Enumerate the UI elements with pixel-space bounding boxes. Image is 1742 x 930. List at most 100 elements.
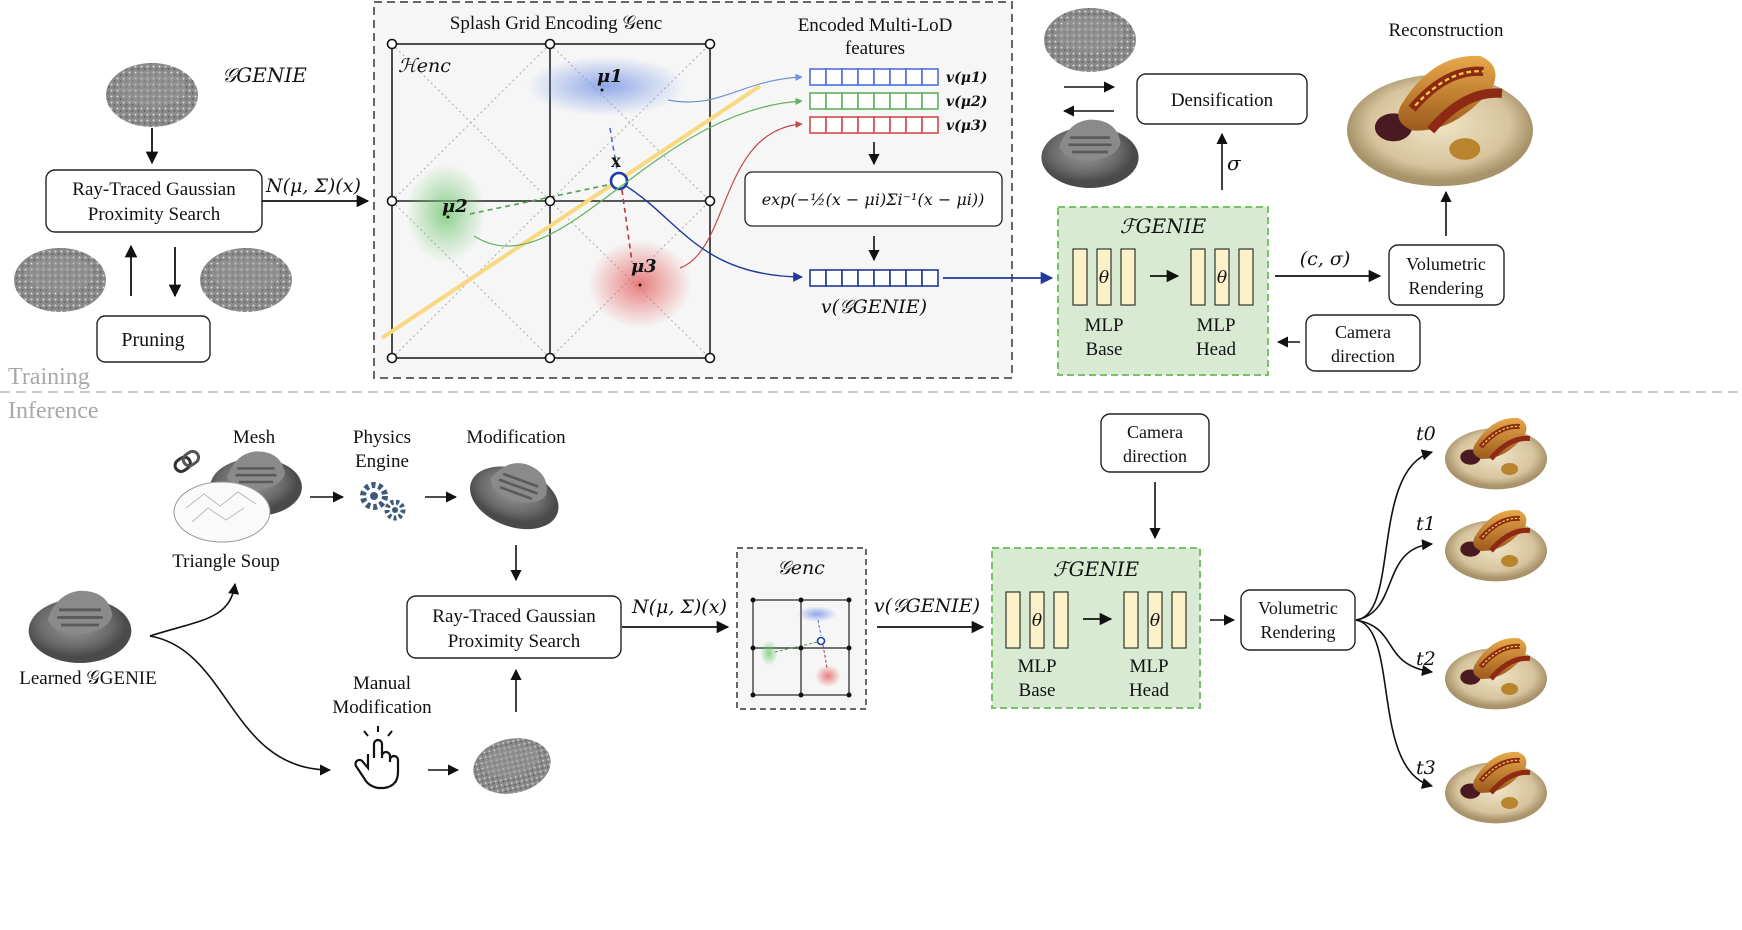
reconstruction-image: [1347, 56, 1533, 186]
pruning-label: Pruning: [121, 329, 184, 351]
gear-icon: [360, 482, 406, 521]
pruning-box: Pruning: [96, 315, 211, 363]
densify-bottom-object: [1040, 118, 1140, 190]
inference-volumetric-box: Volumetric Rendering: [1240, 589, 1356, 651]
mu3-label: μ3: [631, 256, 657, 277]
inference-volumetric-line1: Volumetric: [1258, 598, 1338, 618]
time-label-2: t2: [1416, 648, 1436, 670]
feature-vector-mu1: [809, 68, 939, 86]
mesh-chain-icon: [173, 449, 201, 473]
v-mu1-label: v(μ1): [946, 70, 987, 86]
densification-box: Densification: [1136, 73, 1308, 125]
modification-label: Modification: [466, 427, 566, 448]
manual-line1: Manual: [353, 673, 411, 694]
right-point-cloud: [200, 248, 292, 312]
learned-genie-label: Learned 𝒢GENIE: [19, 668, 157, 689]
triangle-soup-label: Triangle Soup: [172, 551, 280, 572]
inference-theta-base: θ: [1032, 611, 1042, 631]
inference-mlp-base-2: Base: [1019, 680, 1056, 701]
v-mu3-label: v(μ3): [946, 118, 987, 134]
training-volumetric-line1: Volumetric: [1406, 254, 1486, 274]
splash-grid-panel: Splash Grid Encoding 𝒢enc ℋenc μ1 μ2 μ3 …: [373, 1, 1013, 379]
inference-mlp-base-1: MLP: [1017, 656, 1056, 677]
inference-camera-line2: direction: [1123, 446, 1187, 466]
features-title-1: Encoded Multi-LoD: [798, 15, 953, 36]
training-normal-label: N(μ, Σ)(x): [265, 175, 361, 197]
inference-search-line2: Proximity Search: [448, 631, 581, 652]
gaussian-blue-blob: [526, 56, 686, 116]
inference-search-line1: Ray-Traced Gaussian: [432, 606, 596, 627]
mu2-label: μ2: [442, 196, 468, 217]
mlp-head-label-1: MLP: [1196, 315, 1235, 336]
inference-v-label: v(𝒢GENIE): [874, 595, 980, 617]
training-volumetric-line2: Rendering: [1409, 278, 1484, 298]
ray-traced-search-box: Ray-Traced Gaussian Proximity Search: [45, 169, 263, 233]
physics-line1: Physics: [353, 427, 411, 448]
sigma-label: σ: [1227, 151, 1242, 175]
timestep-render-2: [1445, 638, 1547, 710]
inference-volumetric-line2: Rendering: [1261, 622, 1336, 642]
training-phase-label: Training: [8, 364, 90, 390]
densification-label: Densification: [1171, 90, 1274, 111]
inference-theta-head: θ: [1150, 611, 1160, 631]
left-point-cloud: [14, 248, 106, 312]
inference-grid-title: 𝒢enc: [777, 557, 825, 579]
feature-vector-mu2: [809, 92, 939, 110]
grid-title: Splash Grid Encoding 𝒢enc: [450, 13, 662, 34]
mu1-label: μ1: [597, 66, 623, 87]
c-sigma-label: (c, σ): [1300, 248, 1351, 270]
densify-top-cloud: [1044, 8, 1136, 72]
inference-mlp-title: ℱGENIE: [1053, 557, 1140, 581]
triangle-soup-object: [173, 481, 271, 543]
search-label-line1: Ray-Traced Gaussian: [72, 179, 236, 200]
query-point-x: [609, 171, 629, 191]
timestep-render-3: [1445, 752, 1547, 824]
x-label: x: [611, 150, 621, 172]
inference-mlp-head-2: Head: [1129, 680, 1170, 701]
mlp-head-label-2: Head: [1196, 339, 1237, 360]
v-mu2-label: v(μ2): [946, 94, 987, 110]
training-mlp-title: ℱGENIE: [1120, 214, 1207, 238]
formula-label: exp(−½(x − μi)Σi⁻¹(x − μi)): [762, 190, 985, 209]
training-camera-box: Camera direction: [1305, 314, 1421, 372]
gaussian-weight-formula-box: exp(−½(x − μi)Σi⁻¹(x − μi)): [744, 171, 1003, 227]
inference-normal-label: N(μ, Σ)(x): [631, 596, 727, 618]
search-label-line2: Proximity Search: [88, 204, 221, 225]
training-camera-line1: Camera: [1335, 322, 1391, 342]
grid-h-label: ℋenc: [398, 55, 451, 77]
timestep-render-0: [1445, 418, 1547, 490]
inference-camera-line1: Camera: [1127, 422, 1183, 442]
mlp-base-label-2: Base: [1086, 339, 1123, 360]
modified-object: [459, 447, 571, 542]
genie-gaussians-cloud: [106, 63, 198, 127]
inference-camera-box: Camera direction: [1100, 413, 1210, 473]
genie-gaussians-label: 𝒢GENIE: [222, 63, 307, 87]
inference-search-box: Ray-Traced Gaussian Proximity Search: [406, 595, 622, 659]
manual-line2: Modification: [332, 697, 432, 718]
physics-line2: Engine: [355, 451, 409, 472]
v-genie-label: v(𝒢GENIE): [821, 296, 927, 318]
mlp-base-label-1: MLP: [1084, 315, 1123, 336]
timestep-render-1: [1445, 510, 1547, 582]
feature-vector-genie: [809, 269, 939, 287]
theta-base: θ: [1099, 268, 1109, 288]
reconstruction-label: Reconstruction: [1388, 20, 1504, 41]
time-label-1: t1: [1416, 513, 1436, 535]
theta-head: θ: [1217, 268, 1227, 288]
time-label-3: t3: [1416, 757, 1436, 779]
gaussian-green-blob: [406, 163, 486, 263]
inference-mlp-head-1: MLP: [1129, 656, 1168, 677]
inference-mlp-panel: ℱGENIE θ θ MLP Base MLP Head: [991, 547, 1201, 709]
manually-modified-object: [468, 731, 556, 801]
feature-vector-mu3: [809, 116, 939, 134]
training-volumetric-box: Volumetric Rendering: [1388, 244, 1505, 306]
inference-grid-panel: 𝒢enc: [736, 547, 867, 710]
training-mlp-panel: ℱGENIE θ θ MLP Base MLP Head: [1057, 206, 1269, 376]
mesh-label: Mesh: [233, 427, 276, 448]
inference-phase-label: Inference: [8, 398, 99, 424]
training-camera-line2: direction: [1331, 346, 1395, 366]
hand-pointer-icon: [354, 726, 400, 790]
learned-genie-object: [27, 589, 133, 665]
features-title-2: features: [845, 38, 905, 59]
